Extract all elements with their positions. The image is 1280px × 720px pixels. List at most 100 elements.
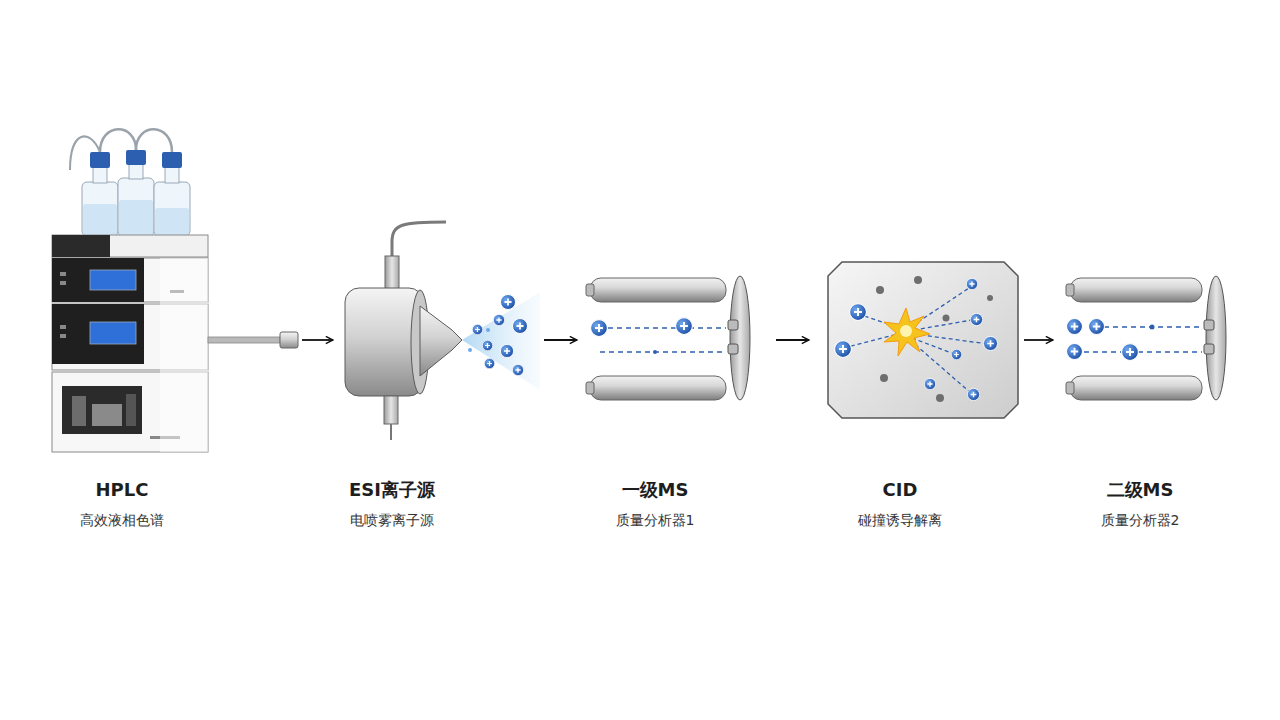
quadrupole-ms2-part — [1204, 320, 1214, 330]
hplc-instrument-part — [60, 281, 66, 285]
hplc-instrument-part — [52, 304, 144, 364]
collision-cell-part — [967, 388, 979, 400]
collision-cell-part — [914, 276, 922, 284]
solvent-bottle-part — [83, 204, 117, 235]
esi-source-part — [392, 222, 446, 258]
flow-arrow — [544, 339, 577, 341]
esi-source-part — [512, 364, 523, 375]
hplc-instrument-part — [280, 332, 298, 348]
hplc-instrument-part — [136, 129, 172, 152]
solvent-bottle-part — [126, 150, 146, 165]
hplc-instrument-part — [100, 129, 136, 152]
collision-cell-part — [880, 374, 888, 382]
collision-cell-part — [943, 315, 950, 322]
collision-cell — [828, 262, 1018, 418]
collision-cell-part — [876, 286, 884, 294]
quadrupole-ms1-part — [600, 351, 726, 352]
solvent-bottle-part — [154, 182, 190, 236]
quadrupole-ms2-part — [1070, 376, 1202, 400]
collision-cell-part — [844, 286, 988, 394]
hplc-instrument-part — [52, 258, 144, 302]
esi-source-part — [462, 292, 540, 390]
quadrupole-ms2-part — [1206, 276, 1226, 400]
collision-cell-part — [835, 341, 852, 358]
quadrupole-ms2-part — [1084, 351, 1202, 352]
collision-cell-part-part — [914, 320, 972, 330]
quadrupole-ms1 — [586, 276, 750, 400]
stage-subtitle: 质量分析器2 — [1030, 510, 1250, 530]
solvent-bottle-part — [93, 167, 107, 183]
label-block: 二级MS 质量分析器2 — [1030, 478, 1250, 530]
collision-cell-part — [966, 278, 977, 289]
hplc-instrument-part — [62, 386, 142, 434]
hplc-instrument-part — [92, 404, 122, 426]
solvent-bottle — [82, 152, 118, 236]
hplc-instrument-part — [208, 337, 280, 343]
esi-source-part — [472, 324, 482, 334]
stage-subtitle: 电喷雾离子源 — [282, 510, 502, 530]
hplc-instrument-part — [60, 272, 66, 276]
collision-cell-part — [924, 378, 935, 389]
stage-title: 一级MS — [545, 478, 765, 502]
esi-source-part — [484, 358, 494, 368]
solvent-bottle — [118, 150, 154, 236]
solvent-bottle-part — [165, 167, 179, 183]
stage-title: 二级MS — [1030, 478, 1250, 502]
stage-node: CID碰撞诱导解离 — [812, 130, 1022, 540]
esi-source-part — [384, 396, 398, 424]
quadrupole-ms1-part — [728, 320, 738, 330]
stage-title: CID — [790, 478, 1010, 502]
hplc-instrument — [52, 129, 298, 452]
hplc-instrument-part — [160, 258, 208, 452]
quadrupole-ms1-part — [653, 350, 657, 354]
solvent-bottle-part — [162, 152, 182, 168]
flow-arrow — [776, 339, 809, 341]
collision-cell-part — [884, 308, 930, 356]
solvent-bottle-part — [118, 178, 154, 236]
collision-cell-part — [983, 336, 997, 350]
hplc-instrument-part — [126, 394, 136, 426]
esi-source-part — [482, 340, 492, 350]
esi-source-part — [513, 319, 528, 334]
quadrupole-ms1-part — [728, 344, 738, 354]
quadrupole-ms2-part — [1089, 319, 1105, 335]
esi-source — [345, 222, 540, 440]
hplc-instrument-part — [72, 396, 86, 426]
hplc-instrument-part — [90, 322, 136, 344]
stage-subtitle: 碰撞诱导解离 — [790, 510, 1010, 530]
stage-subtitle: 质量分析器1 — [545, 510, 765, 530]
hplc-instrument-part — [60, 334, 66, 338]
quadrupole-ms1-part — [730, 276, 750, 400]
label-block: 一级MS 质量分析器1 — [545, 478, 765, 530]
hplc-instrument-part — [90, 270, 136, 290]
stage-node: ESI离子源电喷雾离子源 — [336, 130, 542, 540]
collision-cell-part — [828, 262, 1018, 418]
collision-cell-part-part — [910, 340, 972, 394]
collision-cell-part — [850, 304, 867, 321]
esi-source-part — [500, 344, 513, 357]
collision-cell-part — [970, 313, 982, 325]
label-block: ESI离子源电喷雾离子源 — [282, 478, 502, 530]
quadrupole-ms1-part — [676, 318, 693, 335]
quadrupole-ms2-part — [1204, 344, 1214, 354]
stage-node: 一级MS质量分析器1 — [580, 130, 774, 540]
quadrupole-ms2-part — [1066, 382, 1074, 394]
solvent-bottle — [154, 152, 190, 236]
quadrupole-ms2-part — [1150, 325, 1155, 330]
hplc-instrument-part — [60, 325, 66, 329]
solvent-bottle-part — [90, 152, 110, 168]
quadrupole-ms2-part — [1066, 284, 1074, 296]
esi-source-part — [420, 306, 462, 376]
quadrupole-ms2-part — [1122, 344, 1139, 361]
label-block: CID 碰撞诱导解离 — [790, 478, 1010, 530]
esi-source-part — [501, 295, 516, 310]
stage-title: ESI离子源 — [282, 478, 502, 502]
quadrupole-ms1-part — [608, 327, 726, 328]
quadrupole-ms1-part — [590, 278, 726, 302]
quadrupole-ms1-part — [591, 320, 608, 337]
esi-source-part — [390, 424, 392, 440]
stage-subtitle: 高效液相色谱 — [12, 510, 232, 530]
collision-cell-part-part — [912, 338, 954, 354]
